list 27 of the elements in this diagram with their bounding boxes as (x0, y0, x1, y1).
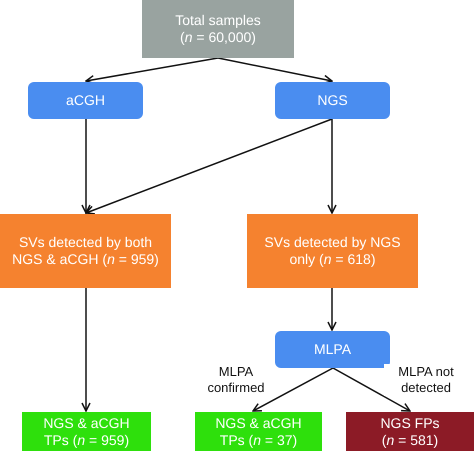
arrow (81, 288, 91, 412)
process-box (275, 331, 390, 368)
outcome-box (346, 412, 474, 451)
process-box (275, 82, 390, 119)
arrow (218, 57, 333, 84)
node-label: NGS & aCGH TPs (n = 959) (42, 414, 131, 448)
node-label: NGS & aCGH TPs (n = 37) (214, 414, 303, 448)
node-label: aCGH (66, 92, 105, 109)
start-box (142, 0, 294, 58)
node-label: Total samples (n = 60,000) (174, 12, 262, 46)
outcome-box (195, 412, 322, 451)
arrow (81, 119, 91, 214)
arrow (252, 367, 334, 412)
node-label: SVs detected by both NGS & aCGH (n = 959) (11, 234, 160, 268)
node-label: NGS FPs (n = 581) (379, 414, 441, 448)
result-box (0, 214, 171, 288)
outcome-box (22, 412, 151, 451)
process-box (28, 82, 143, 119)
arrow (85, 57, 218, 84)
node-label: NGS (317, 92, 348, 109)
node-label: SVs detected by NGS only (n = 618) (263, 234, 402, 268)
arrow (85, 118, 332, 215)
result-box (247, 214, 418, 288)
arrow (332, 367, 411, 412)
node-label: MLPA (314, 341, 352, 358)
arrow (327, 119, 337, 214)
arrow (327, 288, 337, 331)
